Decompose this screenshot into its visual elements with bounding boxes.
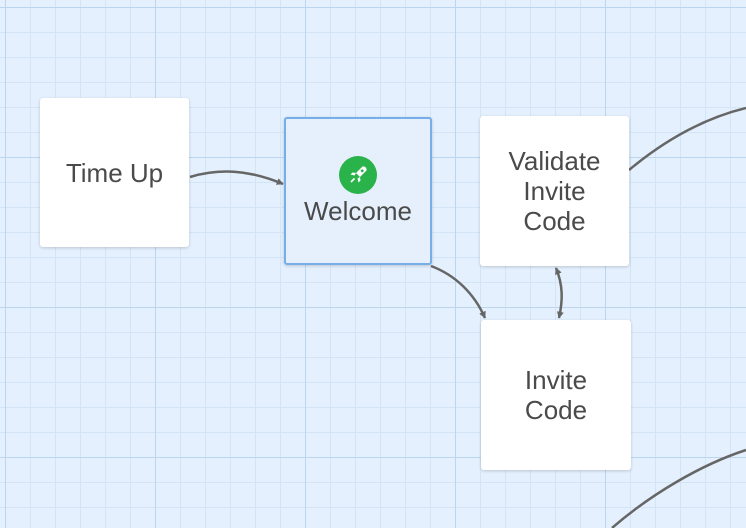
node-welcome-label: Welcome	[304, 196, 412, 226]
node-welcome[interactable]: Welcome	[284, 117, 432, 265]
rocket-icon	[339, 156, 377, 194]
node-time-up[interactable]: Time Up	[40, 98, 189, 247]
node-invite-code[interactable]: Invite Code	[481, 320, 631, 470]
node-invite-code-label: Invite Code	[524, 365, 588, 425]
edge-validate-to-offscreen[interactable]	[628, 106, 746, 171]
edge-welcome-to-invite-code[interactable]	[430, 264, 487, 319]
edge-time-up-to-welcome[interactable]	[189, 170, 284, 186]
edge-offscreen-bottom[interactable]	[611, 448, 746, 528]
node-time-up-label: Time Up	[65, 157, 164, 188]
edge-validate-invite-code-bidirectional[interactable]	[554, 267, 564, 319]
node-validate-invite-code[interactable]: Validate Invite Code	[480, 116, 629, 266]
node-validate-invite-code-label: Validate Invite Code	[508, 146, 601, 236]
